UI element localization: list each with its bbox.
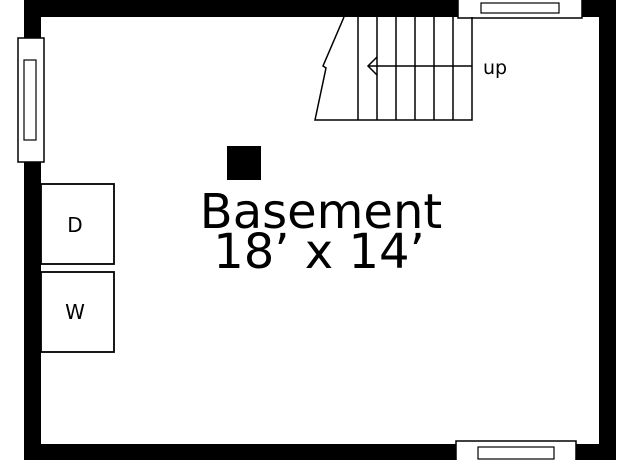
window-top [457,0,583,19]
staircase [314,16,473,121]
stair-arrow-head [366,56,378,76]
window-left [17,37,45,163]
room-dimensions: 18’ x 14’ [213,224,425,280]
wall-right [599,0,616,460]
dryer-label: D [67,213,82,237]
room-name: Basement [200,184,442,240]
washer-label: W [65,300,85,324]
washer: W [40,271,115,353]
window-bottom [455,440,577,460]
chimney-column [227,146,261,180]
stairs-direction-label: up [483,57,507,79]
dryer: D [40,183,115,265]
